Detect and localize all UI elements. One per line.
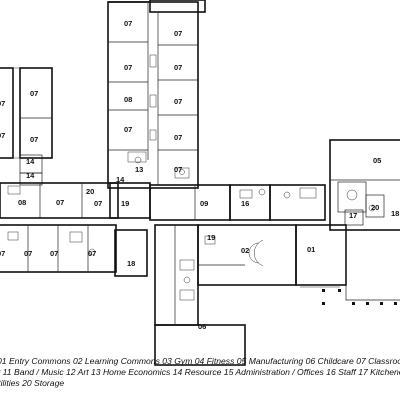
room-label: 01 xyxy=(307,245,315,254)
room-label: 07 xyxy=(88,249,96,258)
room-label: 14 xyxy=(116,175,125,184)
room-label: 07 xyxy=(0,99,5,108)
room-label: 07 xyxy=(24,249,32,258)
room-label: 13 xyxy=(135,165,143,174)
left-wing xyxy=(0,67,53,186)
room-label: 17 xyxy=(349,211,357,220)
room-label: 07 xyxy=(50,249,58,258)
room-label: 07 xyxy=(174,63,182,72)
room-label: 07 xyxy=(30,89,38,98)
room-label: 07 xyxy=(0,249,5,258)
room-label: 07 xyxy=(94,199,102,208)
room-label: 14 xyxy=(26,171,35,180)
room-legend: 01 Entry Commons 02 Learning Commons 03 … xyxy=(0,356,400,389)
north-wing xyxy=(107,0,206,189)
room-label: 02 xyxy=(241,246,249,255)
room-label: 07 xyxy=(174,133,182,142)
room-label: 20 xyxy=(86,187,94,196)
room-label: 08 xyxy=(124,95,132,104)
entry-commons xyxy=(295,224,400,305)
room-label: 07 xyxy=(174,29,182,38)
legend-line-1: 01 Entry Commons 02 Learning Commons 03 … xyxy=(0,356,400,366)
south-west-row xyxy=(0,224,148,277)
main-corridor-block xyxy=(0,182,326,221)
column-dots xyxy=(322,289,397,305)
room-label: 19 xyxy=(121,199,129,208)
legend-line-2: Library 11 Band / Music 12 Art 13 Home E… xyxy=(0,367,400,377)
room-label: 07 xyxy=(174,97,182,106)
room-label: 19 xyxy=(207,233,215,242)
east-block xyxy=(329,139,400,231)
room-label: 08 xyxy=(18,198,26,207)
room-labels: 07 07 07 07 07 08 07 07 07 07 07 14 07 0… xyxy=(0,19,399,331)
room-label: 07 xyxy=(124,19,132,28)
south-wing xyxy=(154,224,297,366)
room-label: 18 xyxy=(127,259,135,268)
legend-line-3: Utilities 20 Storage xyxy=(0,378,65,388)
room-label: 16 xyxy=(241,199,249,208)
room-label: 07 xyxy=(124,63,132,72)
room-label: 09 xyxy=(200,199,208,208)
room-label: 07 xyxy=(0,131,5,140)
room-label: 14 xyxy=(26,157,35,166)
room-label: 07 xyxy=(56,198,64,207)
room-label: 18 xyxy=(391,209,399,218)
room-label: 07 xyxy=(30,135,38,144)
room-label: 07 xyxy=(124,125,132,134)
room-label: 05 xyxy=(373,156,381,165)
room-label: 06 xyxy=(198,322,206,331)
room-label: 20 xyxy=(371,203,379,212)
room-label: 07 xyxy=(174,165,182,174)
